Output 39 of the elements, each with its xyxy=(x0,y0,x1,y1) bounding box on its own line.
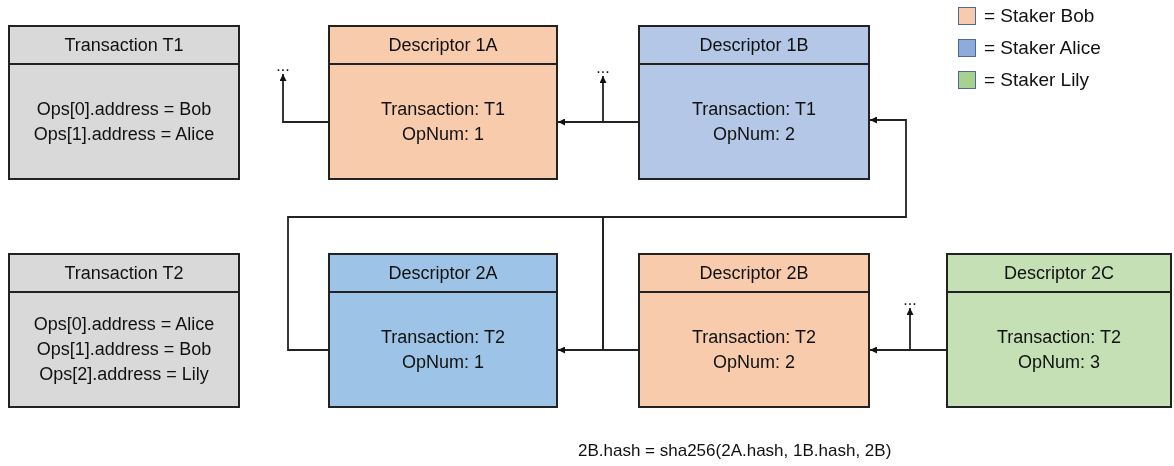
body-text: Transaction: T2 xyxy=(996,325,1122,349)
descriptor-box xyxy=(638,25,870,180)
descriptor-box xyxy=(946,253,1172,408)
body-text: OpNum: 1 xyxy=(402,350,484,374)
body-text: OpNum: 1 xyxy=(402,122,484,146)
body-text: Ops[0].address = Bob xyxy=(36,97,212,121)
ellipsis-text: ... xyxy=(591,60,615,76)
header-text: Transaction T1 xyxy=(64,34,184,56)
body-text: Ops[1].address = Bob xyxy=(36,338,212,361)
connector-arrow xyxy=(906,307,947,351)
body-text: Transaction: T2 xyxy=(380,325,506,349)
body-text: Ops[2].address = Lily xyxy=(39,363,209,386)
header-text: Transaction T2 xyxy=(64,262,184,284)
legend-text: = Staker Alice xyxy=(984,37,1101,59)
legend-text: = Staker Bob xyxy=(984,5,1095,27)
header-text: Descriptor 2C xyxy=(1004,262,1114,284)
body-text: Transaction: T2 xyxy=(691,325,817,349)
body-text: Ops[1].address = Alice xyxy=(33,122,215,146)
body-text: Ops[0].address = Alice xyxy=(33,313,215,336)
body-text: Transaction: T1 xyxy=(380,97,506,121)
legend-text: = Staker Lily xyxy=(984,69,1090,91)
ellipsis-text: ... xyxy=(898,292,922,308)
descriptor-box xyxy=(638,253,870,408)
body-text: OpNum: 2 xyxy=(713,122,795,146)
header-text: Descriptor 2A xyxy=(388,262,498,284)
body-text: Transaction: T1 xyxy=(691,97,817,121)
transaction-box xyxy=(8,253,240,408)
header-text: Descriptor 1A xyxy=(388,34,498,56)
descriptor-box xyxy=(8,25,240,180)
descriptor-box xyxy=(328,25,558,180)
formula-note: 2B.hash = sha256(2A.hash, 1B.hash, 2B) xyxy=(578,441,892,461)
ellipsis-text: ... xyxy=(271,58,295,74)
descriptor-box xyxy=(328,253,558,408)
body-text: OpNum: 3 xyxy=(1018,350,1100,374)
body-text: OpNum: 2 xyxy=(713,350,795,374)
header-text: Descriptor 2B xyxy=(699,262,809,284)
connector-arrow xyxy=(279,73,329,123)
connector-arrow xyxy=(599,75,639,123)
header-text: Descriptor 1B xyxy=(699,34,809,56)
